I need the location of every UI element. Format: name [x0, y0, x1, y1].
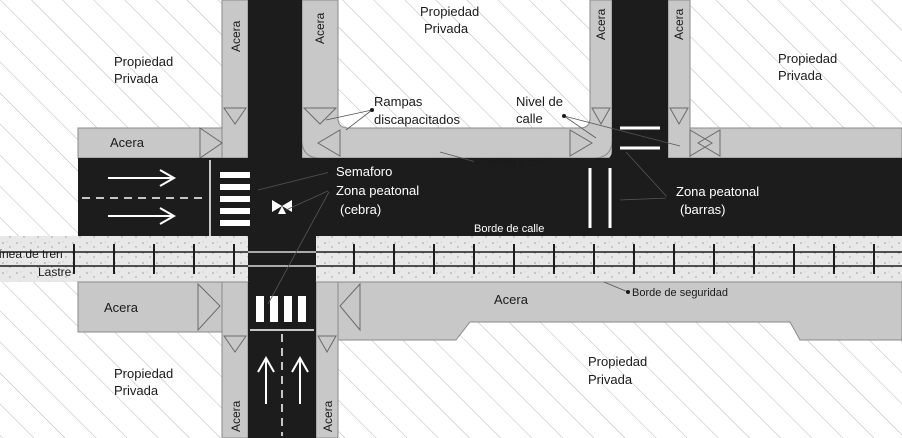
- road-vertical-1: [248, 0, 302, 160]
- lane-arrow-right-1: [108, 169, 177, 187]
- label-rampas-l2: discapacitados: [374, 112, 460, 127]
- label-borde-calle: Borde de calle: [474, 223, 544, 235]
- label-private-top-l1: Propiedad: [420, 4, 479, 19]
- zebra-crossing-bottom: [256, 296, 306, 322]
- label-private-bottom-left-l2: Privada: [114, 383, 159, 398]
- label-zona-cebra-l2: (cebra): [340, 202, 381, 217]
- label-borde-seguridad: Borde de seguridad: [632, 287, 728, 299]
- rail-track: [0, 251, 902, 267]
- leader-lines: [257, 109, 681, 305]
- lane-arrow-right-2: [108, 207, 177, 225]
- sidewalk-bottom-left: [77, 281, 223, 333]
- label-zona-cebra-l1: Zona peatonal: [336, 183, 419, 198]
- label-acera-v3: Acera: [594, 8, 608, 40]
- label-private-bottom-right-l1: Propiedad: [588, 354, 647, 369]
- ballast-band: [0, 236, 902, 282]
- sidewalk-vertical-1: [221, 0, 249, 159]
- label-acera-v1: Acera: [229, 20, 243, 52]
- label-zona-barras-l1: Zona peatonal: [676, 184, 759, 199]
- traffic-light-icon: [272, 200, 292, 214]
- label-acera-v-bottom-right: Acera: [321, 400, 335, 432]
- zebra-crossing-left: [220, 172, 250, 226]
- lane-arrow-up-1: [257, 355, 275, 404]
- label-private-top-right-l2: Privada: [778, 68, 823, 83]
- label-private-top-left-l1: Propiedad: [114, 54, 173, 69]
- label-private-bottom-right-l2: Privada: [588, 372, 633, 387]
- road-vertical-2: [612, 0, 668, 160]
- label-acera-v4: Acera: [672, 8, 686, 40]
- bar-crossing-road: [588, 168, 612, 228]
- label-acera-v-bottom-left: Acera: [229, 400, 243, 432]
- sidewalk-u-top: [301, 0, 613, 159]
- label-rampas-l1: Rampas: [374, 94, 423, 109]
- label-acera-left-bottom: Acera: [104, 300, 139, 315]
- label-private-bottom-left-l1: Propiedad: [114, 366, 173, 381]
- label-nivel-l1: Nivel de: [516, 94, 563, 109]
- road-horizontal: [78, 158, 902, 236]
- label-zona-barras-l2: (barras): [680, 202, 726, 217]
- lane-arrow-up-2: [291, 355, 309, 404]
- label-acera-v2: Acera: [313, 12, 327, 44]
- label-private-top-l2: Privada: [424, 21, 469, 36]
- label-cordon: Cordón y caño: [480, 157, 552, 169]
- label-lastre: Lastre: [38, 265, 72, 279]
- label-nivel-l2: calle: [516, 111, 543, 126]
- label-linea-tren: Línea de tren: [0, 247, 63, 261]
- label-private-top-left-l2: Privada: [114, 71, 159, 86]
- label-acera-left-top: Acera: [110, 135, 145, 150]
- bar-crossing-top: [620, 126, 660, 150]
- label-semaforo: Semaforo: [336, 164, 392, 179]
- label-acera-bottom-center: Acera: [494, 292, 529, 307]
- sidewalk-bottom-center: [337, 281, 902, 341]
- label-private-top-right-l1: Propiedad: [778, 51, 837, 66]
- sidewalk-vertical-bottom-1: [221, 281, 249, 438]
